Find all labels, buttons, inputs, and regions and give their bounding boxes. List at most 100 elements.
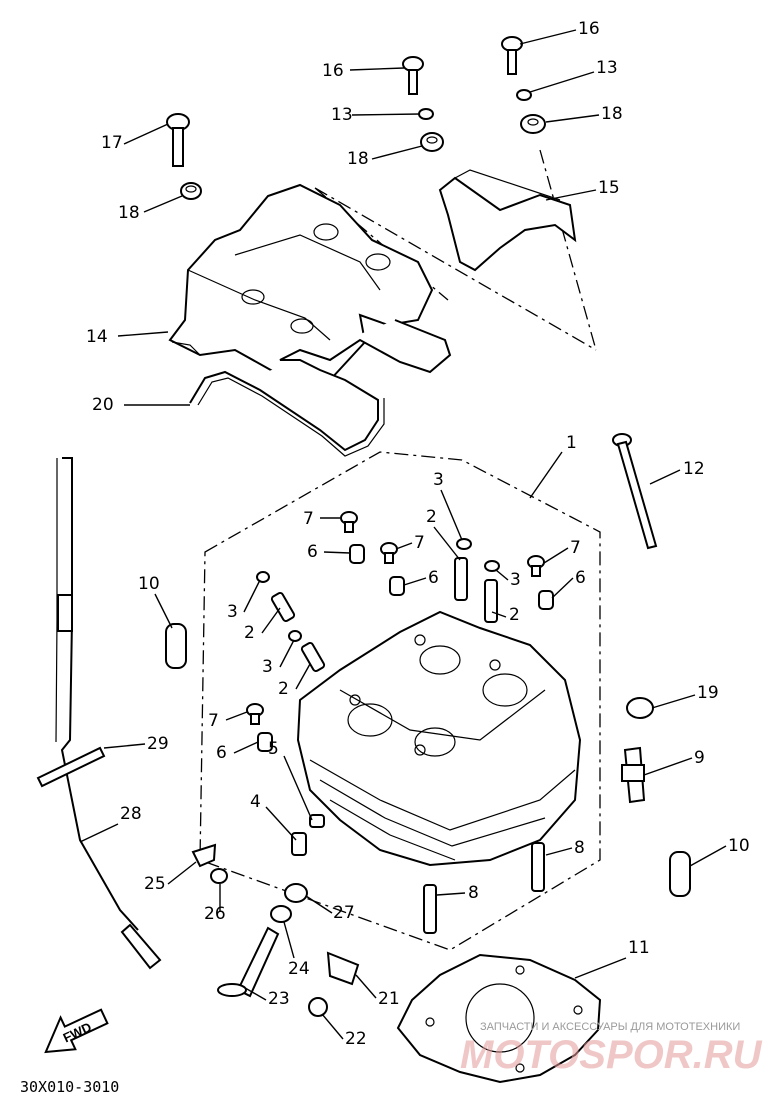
callout-label: 23 bbox=[268, 989, 290, 1009]
leader-line bbox=[79, 823, 119, 843]
grommet-18-middle bbox=[420, 132, 444, 152]
callout-label: 14 bbox=[86, 327, 108, 347]
callout-label: 5 bbox=[268, 739, 279, 759]
cover-bracket bbox=[438, 169, 577, 272]
bolt-22 bbox=[308, 997, 328, 1017]
cap-6-b bbox=[389, 576, 405, 596]
callout-label: 26 bbox=[204, 904, 226, 924]
leader-line bbox=[395, 542, 413, 550]
stud-8-left bbox=[423, 884, 437, 934]
leader-line bbox=[243, 579, 261, 613]
valve-guide-2-b bbox=[484, 579, 498, 623]
plug-cap-19 bbox=[626, 697, 654, 719]
callout-label: 3 bbox=[510, 570, 521, 590]
valve-cover-gasket bbox=[189, 319, 452, 457]
leader-line bbox=[239, 984, 267, 1001]
callout-label: 21 bbox=[378, 989, 400, 1009]
bolt-7-d bbox=[246, 703, 264, 725]
leader-line bbox=[436, 892, 466, 896]
leader-line bbox=[167, 861, 197, 885]
clamp-29 bbox=[36, 746, 106, 788]
leader-line bbox=[433, 526, 461, 561]
callout-label: 15 bbox=[598, 178, 620, 198]
leader-line bbox=[689, 845, 727, 867]
leader-line bbox=[545, 189, 597, 201]
leader-line bbox=[103, 743, 146, 749]
leader-line bbox=[551, 577, 574, 599]
clip-3-d bbox=[288, 630, 302, 642]
leader-line bbox=[651, 694, 696, 709]
bolt-16-left bbox=[402, 56, 424, 95]
callout-label: 7 bbox=[570, 538, 581, 558]
bolt-7-c bbox=[527, 555, 545, 577]
clip-3-a bbox=[456, 538, 472, 550]
grommet-18-left bbox=[180, 182, 202, 200]
leader-line bbox=[643, 757, 693, 776]
leader-line bbox=[323, 551, 351, 554]
callout-label: 18 bbox=[347, 149, 369, 169]
cap-6-c bbox=[538, 590, 554, 610]
leader-line bbox=[371, 145, 423, 160]
callout-label: 6 bbox=[307, 542, 318, 562]
leader-line bbox=[545, 847, 573, 856]
leader-line bbox=[491, 611, 507, 618]
callout-label: 7 bbox=[414, 533, 425, 553]
callout-label: 2 bbox=[244, 623, 255, 643]
callout-label: 10 bbox=[138, 574, 160, 594]
cap-6-a bbox=[349, 544, 365, 564]
leader-line bbox=[649, 469, 681, 485]
valve-guide-2-d bbox=[300, 641, 326, 673]
callout-label: 3 bbox=[262, 657, 273, 677]
leader-line bbox=[529, 71, 595, 93]
leader-line bbox=[349, 67, 405, 71]
head-assembly-outline bbox=[199, 451, 601, 951]
grommet-18-right bbox=[520, 114, 546, 134]
callout-label: 20 bbox=[92, 395, 114, 415]
leader-line bbox=[279, 639, 295, 668]
callout-label: 6 bbox=[216, 743, 227, 763]
leader-line bbox=[143, 195, 183, 213]
stud-12 bbox=[612, 433, 658, 550]
leader-line bbox=[295, 663, 311, 690]
leader-line bbox=[283, 921, 295, 959]
callout-label: 16 bbox=[322, 61, 344, 81]
fitting-5 bbox=[309, 814, 325, 828]
leader-line bbox=[305, 895, 333, 914]
leader-line bbox=[355, 974, 377, 999]
leader-line bbox=[495, 569, 509, 581]
callout-label: 6 bbox=[428, 568, 439, 588]
washer-13-right bbox=[516, 89, 532, 101]
callout-label: 8 bbox=[574, 838, 585, 858]
diagram-code: 30X010-3010 bbox=[20, 1078, 119, 1096]
watermark-top: ЗАПЧАСТИ И АКСЕССУАРЫ ДЛЯ МОТОТЕХНИКИ bbox=[480, 1021, 740, 1033]
bolt-7-b bbox=[380, 542, 398, 564]
bolt-16-right bbox=[501, 36, 523, 75]
plug-25 bbox=[191, 843, 217, 868]
head-gasket bbox=[396, 953, 602, 1084]
fwd-label: FWD bbox=[61, 1019, 94, 1045]
callout-label: 29 bbox=[147, 734, 169, 754]
callout-label: 2 bbox=[509, 605, 520, 625]
valve-guide-2-c bbox=[270, 591, 296, 623]
leader-line bbox=[321, 1013, 344, 1040]
washer-13-left bbox=[418, 108, 434, 120]
valve-guide-2-a bbox=[454, 557, 468, 601]
callout-label: 8 bbox=[468, 883, 479, 903]
callout-label: 7 bbox=[208, 711, 219, 731]
callout-label: 1 bbox=[566, 433, 577, 453]
spark-plug-9 bbox=[621, 746, 646, 804]
leader-line bbox=[154, 593, 173, 629]
callout-label: 2 bbox=[426, 507, 437, 527]
bolt-17 bbox=[166, 113, 190, 167]
leader-line bbox=[545, 114, 600, 123]
callout-label: 9 bbox=[694, 748, 705, 768]
cap-27 bbox=[284, 883, 308, 903]
leader-line bbox=[283, 755, 313, 821]
pipe-23 bbox=[217, 926, 280, 998]
washer-26 bbox=[210, 868, 228, 884]
callout-label: 25 bbox=[144, 874, 166, 894]
leader-line bbox=[529, 451, 563, 499]
leader-line bbox=[123, 123, 169, 145]
callout-label: 6 bbox=[575, 568, 586, 588]
bracket-21 bbox=[326, 951, 360, 986]
